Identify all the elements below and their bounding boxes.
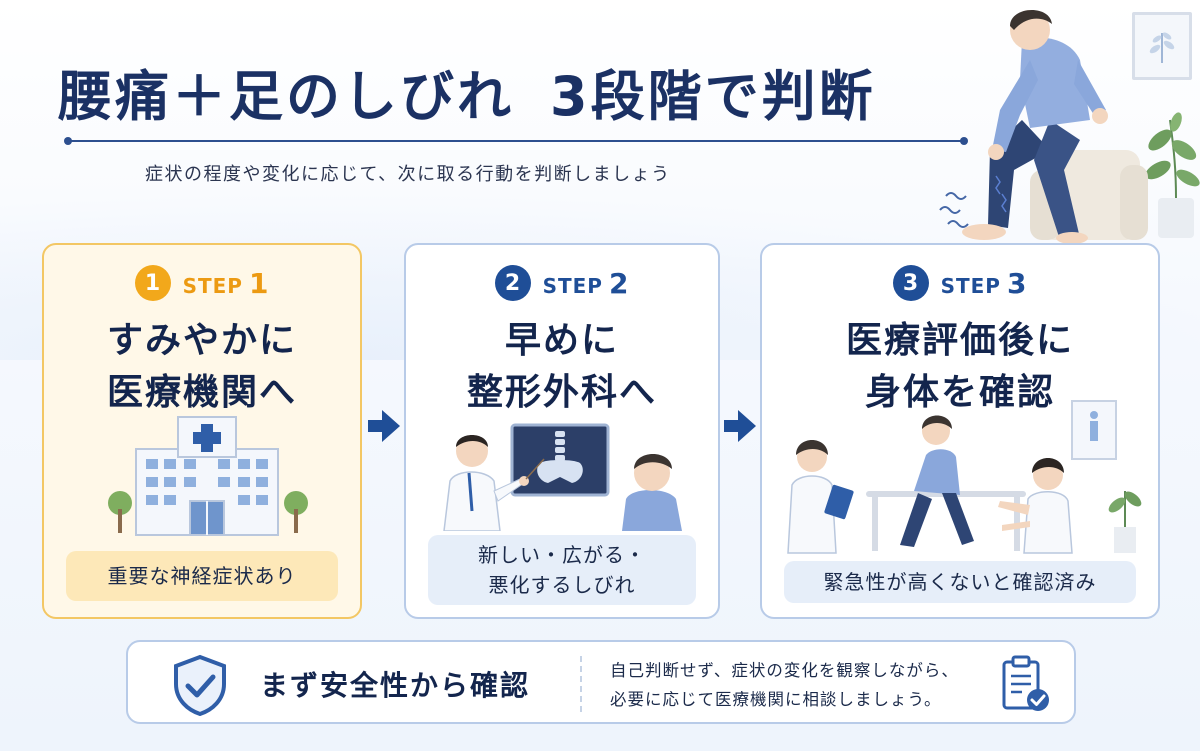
title-main: 腰痛＋足のしびれ	[58, 65, 514, 128]
step-3-note: 緊急性が高くないと確認済み	[784, 561, 1136, 603]
step-2-number: 2	[494, 265, 531, 301]
step-2-note: 新しい・広がる・ 悪化するしびれ	[428, 535, 696, 605]
safety-banner: まず安全性から確認 自己判断せず、症状の変化を観察しながら、 必要に応じて医療機…	[126, 640, 1076, 724]
rehab-walking-illustration	[787, 400, 1142, 554]
person-leg-numbness-illustration	[939, 9, 1200, 244]
step-3-title: 医療評価後に 身体を確認	[845, 320, 1074, 413]
step-1-title: すみやかに 医療機関へ	[106, 320, 297, 413]
wall-frame	[1132, 12, 1192, 80]
clipboard-check-icon	[1002, 655, 1049, 711]
step-2-title: 早めに 整形外科へ	[466, 320, 657, 413]
banner-description: 自己判断せず、症状の変化を観察しながら、 必要に応じて医療機関に相談しましょう。	[610, 661, 959, 709]
hospital-icon	[108, 416, 308, 536]
title-rule	[64, 137, 968, 145]
page-title: 腰痛＋足のしびれ 3段階で判断	[58, 52, 958, 132]
step-1-number: 1	[134, 265, 171, 301]
shield-check-icon	[174, 654, 226, 716]
right-arrow-icon	[368, 410, 400, 442]
doctor-xray-illustration	[443, 423, 682, 531]
page-subtitle: 症状の程度や変化に応じて、次に取る行動を判断しましょう	[145, 164, 671, 185]
right-arrow-icon	[724, 410, 756, 442]
step-3-number: 3	[892, 265, 929, 301]
banner-title: まず安全性から確認	[260, 669, 531, 702]
banner-divider	[580, 656, 582, 712]
title-sub: 3段階で判断	[550, 65, 876, 128]
step-1-note: 重要な神経症状あり	[66, 551, 338, 601]
